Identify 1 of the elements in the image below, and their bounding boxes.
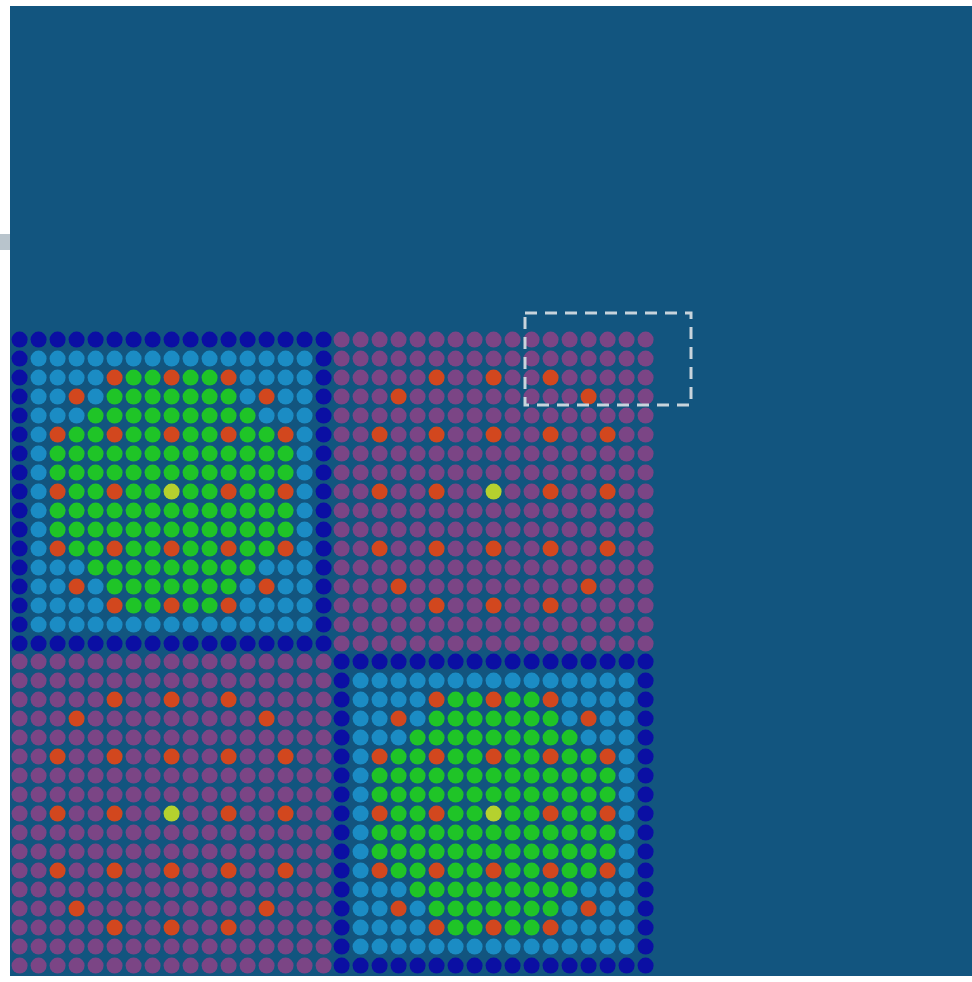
selection-rectangle bbox=[523, 311, 693, 407]
